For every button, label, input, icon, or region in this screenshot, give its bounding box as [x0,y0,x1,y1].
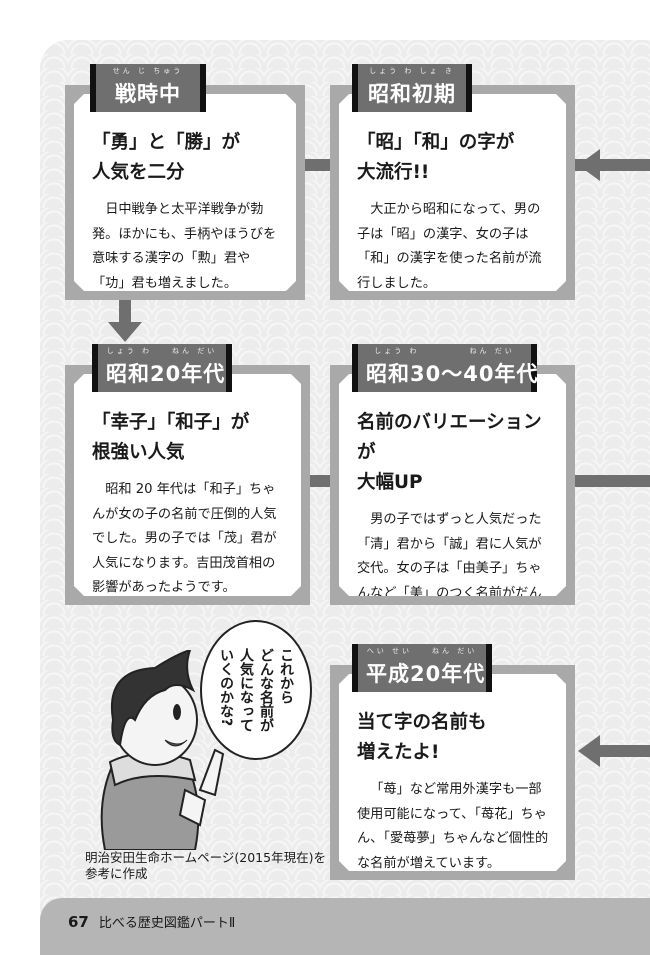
label-reading: へい せい ねん だい [366,647,478,655]
card-early-showa: 「昭」「和」の字が 大流行!! 大正から昭和になって、男の子は「昭」の漢字、女の子… [330,85,575,300]
card-label: せん じ ちゅう戦時中 [90,64,206,112]
card-label: しょう わ ねん だい昭和30～40年代 [352,344,537,392]
card-label: しょう わ しょ き昭和初期 [352,64,472,112]
page-footer: 67 比べる歴史図鑑パートⅡ [40,898,650,955]
card-body: 昭和 20 年代は「和子」ちゃんが女の子の名前で圧倒的人気でした。男の子では「茂… [92,482,277,595]
page-number: 67 [68,913,89,931]
speech-bubble: これから どんな名前が 人気になって いくのかな? [200,620,312,760]
book-title: 比べる歴史図鑑パートⅡ [98,916,236,931]
boy-character-illustration [100,650,225,850]
card-body: 大正から昭和になって、男の子は「昭」の漢字、女の子は「和」の漢字を使った名前が流… [357,202,542,291]
card-heisei-20s: 当て字の名前も 増えたよ! 「苺」など常用外漢字も一部使用可能になって、「苺花」ち… [330,665,575,880]
label-text: 戦時中 [115,82,181,106]
card-wartime: 「勇」と「勝」が 人気を二分日中戦争と太平洋戦争が勃発。ほかにも、手柄やほうびを… [65,85,305,300]
card-headline: 名前のバリエーションが 大幅UP [357,412,542,493]
label-text: 昭和30～40年代 [366,362,539,386]
arrow-down-icon [108,322,142,342]
label-reading: しょう わ しょ き [369,67,455,75]
label-text: 平成20年代 [366,662,486,686]
card-headline: 「幸子」「和子」が 根強い人気 [92,412,250,463]
card-headline: 当て字の名前も 増えたよ! [357,712,487,763]
connector-line [300,159,335,171]
card-headline: 「昭」「和」の字が 大流行!! [357,132,515,183]
arrow-left-icon [578,149,600,181]
card-body: 日中戦争と太平洋戦争が勃発。ほかにも、手柄やほうびを意味する漢字の「勲」君や「功… [92,202,277,291]
label-text: 昭和20年代 [106,362,226,386]
label-reading: しょう わ ねん だい [374,347,515,355]
connector-line [575,475,650,487]
card-showa-20s: 「幸子」「和子」が 根強い人気昭和 20 年代は「和子」ちゃんが女の子の名前で圧… [65,365,310,605]
card-label: しょう わ ねん だい昭和20年代 [92,344,232,392]
card-headline: 「勇」と「勝」が 人気を二分 [92,132,241,183]
arrow-left-icon [578,735,600,767]
card-body: 「苺」など常用外漢字も一部使用可能になって、「苺花」ちゃん、「愛苺夢」ちゃんなど… [357,782,549,871]
source-caption: 明治安田生命ホームページ(2015年現在)を 参考に作成 [85,850,326,881]
label-reading: せん じ ちゅう [112,67,184,75]
label-reading: しょう わ ねん だい [106,347,218,355]
card-label: へい せい ねん だい平成20年代 [352,644,492,692]
speech-text: これから どんな名前が 人気になって いくのかな? [218,648,294,732]
connector-line [595,745,650,757]
label-text: 昭和初期 [368,82,456,106]
